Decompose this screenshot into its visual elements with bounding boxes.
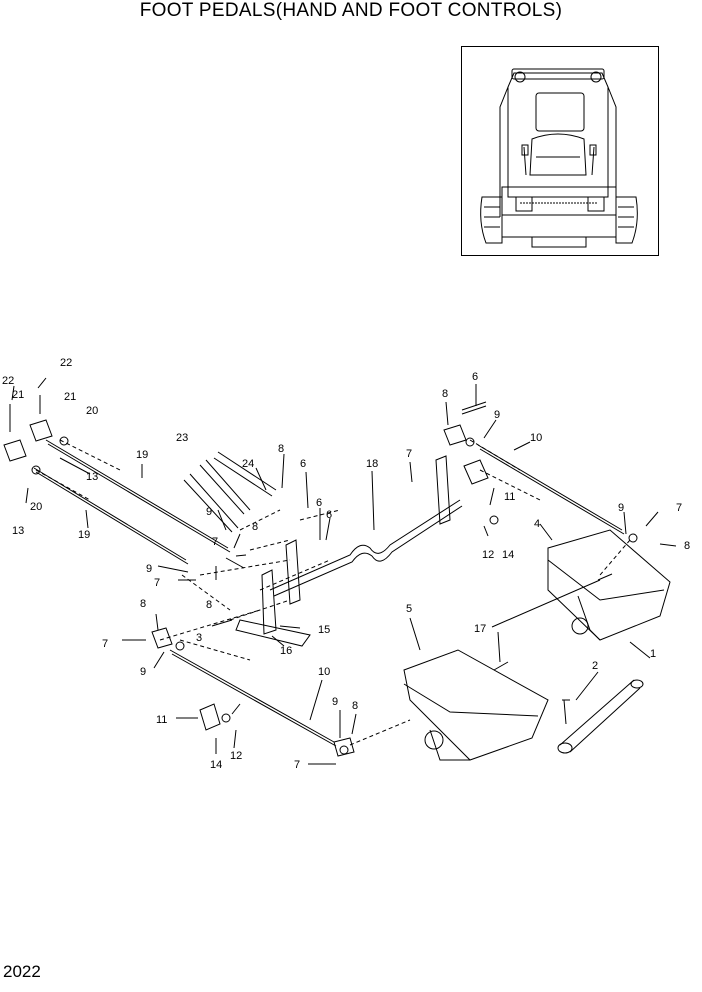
callout: 10 (318, 666, 330, 678)
callout: 8 (278, 443, 284, 455)
machine-overview-inset (461, 46, 659, 256)
callout-labels: 22 22 21 21 20 20 13 13 19 19 23 24 8 6 … (2, 357, 690, 771)
callout: 8 (352, 700, 358, 712)
callout: 6 (300, 458, 306, 470)
callout: 7 (406, 448, 412, 460)
callout: 7 (676, 502, 682, 514)
callout: 23 (176, 432, 188, 444)
callout: 8 (140, 598, 146, 610)
bolt-2 (562, 699, 570, 725)
callout: 8 (442, 388, 448, 400)
callout: 22 (60, 357, 72, 369)
damper-23-a (199, 459, 251, 515)
callout: 7 (102, 638, 108, 650)
callout: 17 (474, 623, 486, 635)
callout: 12 (230, 750, 242, 762)
foot-pedal-4 (547, 529, 671, 641)
callout: 16 (280, 645, 292, 657)
callout: 18 (366, 458, 378, 470)
callout: 2 (592, 660, 598, 672)
callout: 7 (154, 577, 160, 589)
callout: 4 (534, 518, 540, 530)
callout: 6 (316, 497, 322, 509)
damper-23-b (183, 473, 239, 533)
callout: 1 (650, 648, 656, 660)
callout: 8 (252, 521, 258, 533)
callout: 11 (504, 491, 515, 503)
callout: 9 (140, 666, 146, 678)
callout: 5 (406, 603, 412, 615)
callout: 19 (136, 449, 148, 461)
page-title: FOOT PEDALS(HAND AND FOOT CONTROLS) (139, 0, 563, 21)
callout: 12 (482, 549, 494, 561)
pins-22 (9, 395, 41, 432)
callout: 9 (494, 409, 500, 421)
page-number: 2022 (3, 962, 41, 981)
callout: 9 (618, 502, 624, 514)
control-rod-10-lower (169, 649, 337, 747)
callout: 15 (318, 624, 330, 636)
callout: 8 (684, 540, 690, 552)
bracket-11-upper (463, 459, 489, 485)
clevis-21-upper (29, 419, 53, 442)
callout: 6 (472, 371, 478, 383)
callout: 14 (210, 759, 222, 771)
callout: 7 (294, 759, 300, 771)
callout: 21 (12, 389, 24, 401)
callout: 19 (78, 529, 90, 541)
callout: 7 (212, 536, 218, 548)
callout: 8 (206, 599, 212, 611)
callout: 13 (12, 525, 24, 537)
control-rod-19-upper (45, 439, 231, 553)
foot-pedal-5 (403, 649, 549, 761)
callout: 3 (196, 632, 202, 644)
control-rod-19-lower (33, 467, 189, 565)
cross-shaft-18 (269, 499, 461, 591)
callout: 9 (332, 696, 338, 708)
callout: 13 (86, 471, 98, 483)
bracket-11-lower (199, 703, 221, 731)
lever-15 (235, 619, 311, 647)
callout: 20 (86, 405, 98, 417)
skid-steer-loader-drawing (480, 68, 638, 248)
callout: 21 (64, 391, 76, 403)
callout: 10 (530, 432, 542, 444)
callout: 6 (326, 509, 332, 521)
pivot-shaft-1 (559, 679, 641, 753)
callout: 14 (502, 549, 514, 561)
callout: 11 (156, 714, 167, 726)
clevis-21-lower (3, 439, 27, 462)
callout: 22 (2, 375, 14, 387)
callout: 9 (206, 506, 212, 518)
callout: 9 (146, 563, 152, 575)
callout: 20 (30, 501, 42, 513)
callout: 24 (242, 458, 254, 470)
